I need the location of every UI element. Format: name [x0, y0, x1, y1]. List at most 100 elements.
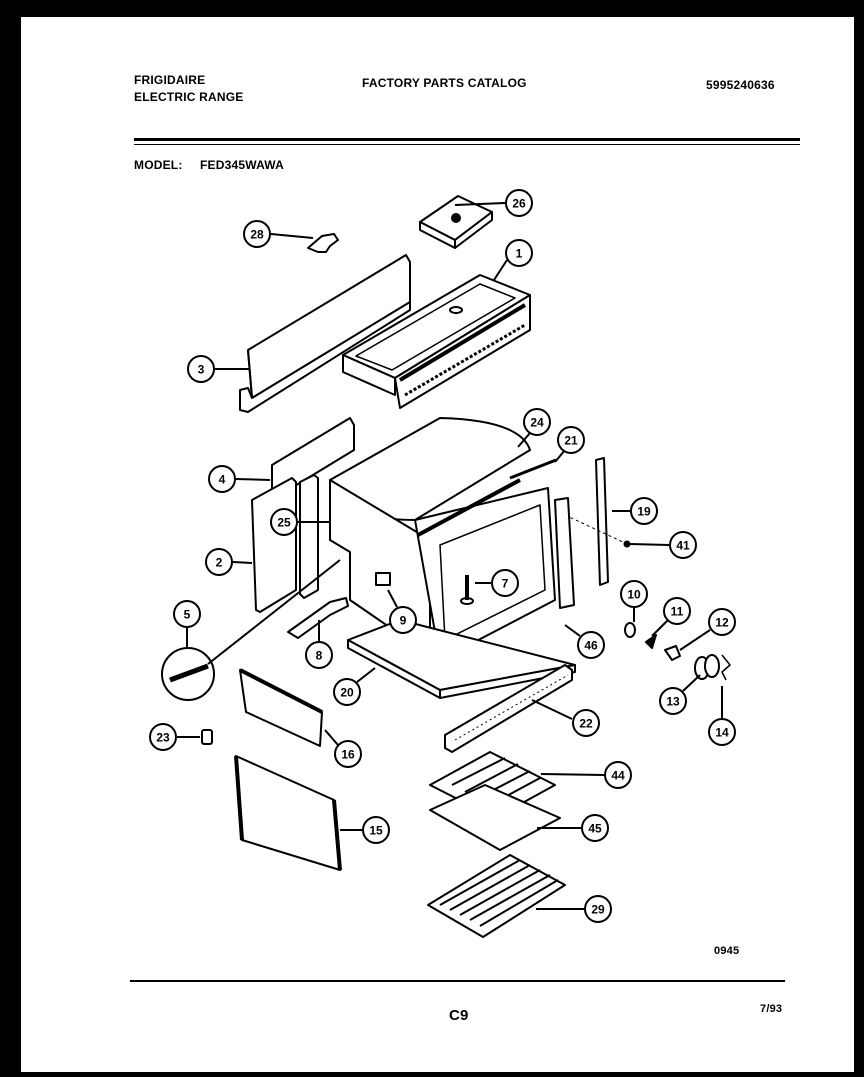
callout-label: 15: [369, 824, 383, 838]
callout-circle: [149, 723, 177, 751]
part-3-illustration: [239, 254, 411, 413]
leader-line: [651, 619, 669, 637]
callout-label: 4: [219, 473, 226, 487]
callout-7: 7: [475, 569, 519, 597]
callout-46: 46: [564, 624, 605, 659]
callout-19: 19: [612, 497, 658, 525]
callout-label: 10: [627, 588, 641, 602]
callout-circle: [659, 687, 687, 715]
callout-label: 29: [591, 903, 605, 917]
callout-label: 46: [584, 639, 598, 653]
catalog-title: FACTORY PARTS CATALOG: [362, 76, 527, 90]
leader-line: [517, 432, 531, 448]
callout-28: 28: [243, 220, 314, 248]
callout-9: 9: [387, 589, 417, 634]
leader-line: [628, 543, 670, 546]
callout-12: 12: [679, 608, 736, 651]
part-16-illustration: [239, 668, 323, 747]
callout-label: 22: [579, 717, 593, 731]
callout-circle: [491, 569, 519, 597]
callout-circle: [584, 895, 612, 923]
leader-line: [235, 478, 271, 481]
callout-label: 28: [250, 228, 264, 242]
callout-circle: [604, 761, 632, 789]
callout-label: 13: [666, 695, 680, 709]
leader-line: [540, 773, 605, 776]
leader-line: [531, 699, 573, 720]
callout-14: 14: [708, 686, 736, 746]
header-divider-thin: [134, 144, 800, 145]
part-45-illustration: [429, 784, 561, 851]
callout-16: 16: [324, 729, 362, 768]
page-number: C9: [449, 1007, 469, 1024]
model-label: MODEL:: [134, 158, 183, 172]
callout-circle: [577, 631, 605, 659]
callout-label: 11: [671, 605, 684, 619]
callout-circle: [270, 508, 298, 536]
callout-26: 26: [454, 189, 533, 217]
callout-circle: [389, 606, 417, 634]
brand-name: FRIGIDAIRE: [134, 73, 206, 87]
leader-line: [554, 449, 566, 463]
callout-5: 5: [173, 600, 201, 648]
part-1-illustration: [342, 274, 531, 409]
callout-10: 10: [620, 580, 648, 622]
callout-label: 21: [564, 434, 578, 448]
callout-label: 5: [184, 608, 191, 622]
callout-22: 22: [531, 699, 600, 737]
callout-11: 11: [651, 597, 691, 637]
leader-line: [270, 233, 314, 239]
callout-circle: [523, 408, 551, 436]
part-25-illustration: [299, 474, 319, 599]
callout-circle: [173, 600, 201, 628]
callout-circle: [669, 531, 697, 559]
callout-circle: [362, 816, 390, 844]
callout-23: 23: [149, 723, 200, 751]
product-type: ELECTRIC RANGE: [134, 90, 244, 104]
part-41-illustration: [623, 540, 631, 548]
callout-24: 24: [517, 408, 551, 448]
callout-circle: [663, 597, 691, 625]
callout-label: 24: [530, 416, 544, 430]
callout-4: 4: [208, 465, 271, 493]
callout-label: 8: [316, 649, 323, 663]
callout-label: 14: [715, 726, 729, 740]
callout-circle: [620, 580, 648, 608]
part-21-illustration: [509, 458, 557, 480]
callout-label: 7: [502, 577, 509, 591]
part-12-illustration: [664, 645, 681, 661]
part-28-illustration: [307, 233, 339, 253]
callout-3: 3: [187, 355, 250, 383]
callout-label: 23: [156, 731, 170, 745]
part-15-illustration: [234, 755, 342, 871]
part-29-illustration: [427, 854, 566, 938]
callout-1: 1: [493, 239, 533, 281]
callout-circle: [557, 426, 585, 454]
leader-line: [387, 589, 398, 608]
oven-cavity-illustration: [329, 417, 556, 661]
callout-label: 1: [516, 247, 523, 261]
catalog-number: 5995240636: [706, 78, 775, 92]
callout-circle: [708, 608, 736, 636]
callout-13: 13: [659, 674, 701, 715]
model-number: FED345WAWA: [200, 158, 285, 172]
leader-line: [232, 561, 253, 564]
callout-label: 41: [676, 539, 690, 553]
footer-divider: [130, 980, 785, 982]
part-2-illustration: [251, 477, 297, 613]
leader-line: [356, 667, 376, 683]
part-23-illustration: [201, 729, 213, 745]
callout-8: 8: [305, 620, 333, 669]
callout-circle: [205, 548, 233, 576]
callout-29: 29: [536, 895, 612, 923]
callout-25: 25: [270, 508, 330, 536]
callout-circle: [581, 814, 609, 842]
callout-label: 20: [340, 686, 354, 700]
part-22-illustration: [444, 664, 573, 753]
part-20-illustration: [347, 619, 576, 699]
leader-line: [564, 624, 581, 637]
callout-15: 15: [340, 816, 390, 844]
callout-circle: [243, 220, 271, 248]
